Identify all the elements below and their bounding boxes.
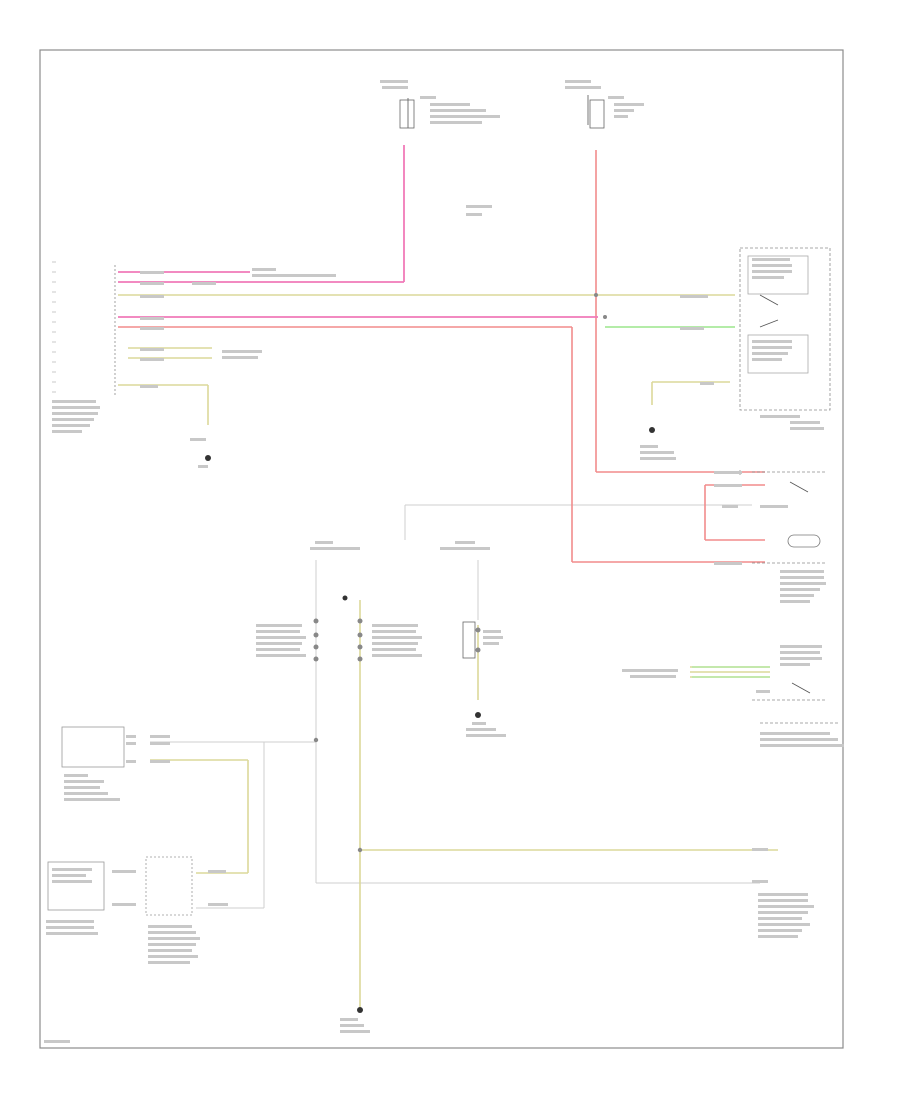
ground-icon [205, 427, 655, 1013]
left-ticks [52, 261, 56, 393]
fuse-icon [399, 99, 605, 659]
pink-wires [118, 145, 598, 318]
red-wires [118, 150, 765, 563]
components [47, 247, 838, 916]
switch-icon [407, 95, 811, 694]
connector-icon [313, 293, 607, 853]
yellow-wires [118, 294, 778, 1010]
gray-wires [150, 504, 760, 909]
green-wires [605, 326, 770, 678]
label-blocks [44, 80, 844, 1043]
diagram-frame [39, 49, 844, 1049]
